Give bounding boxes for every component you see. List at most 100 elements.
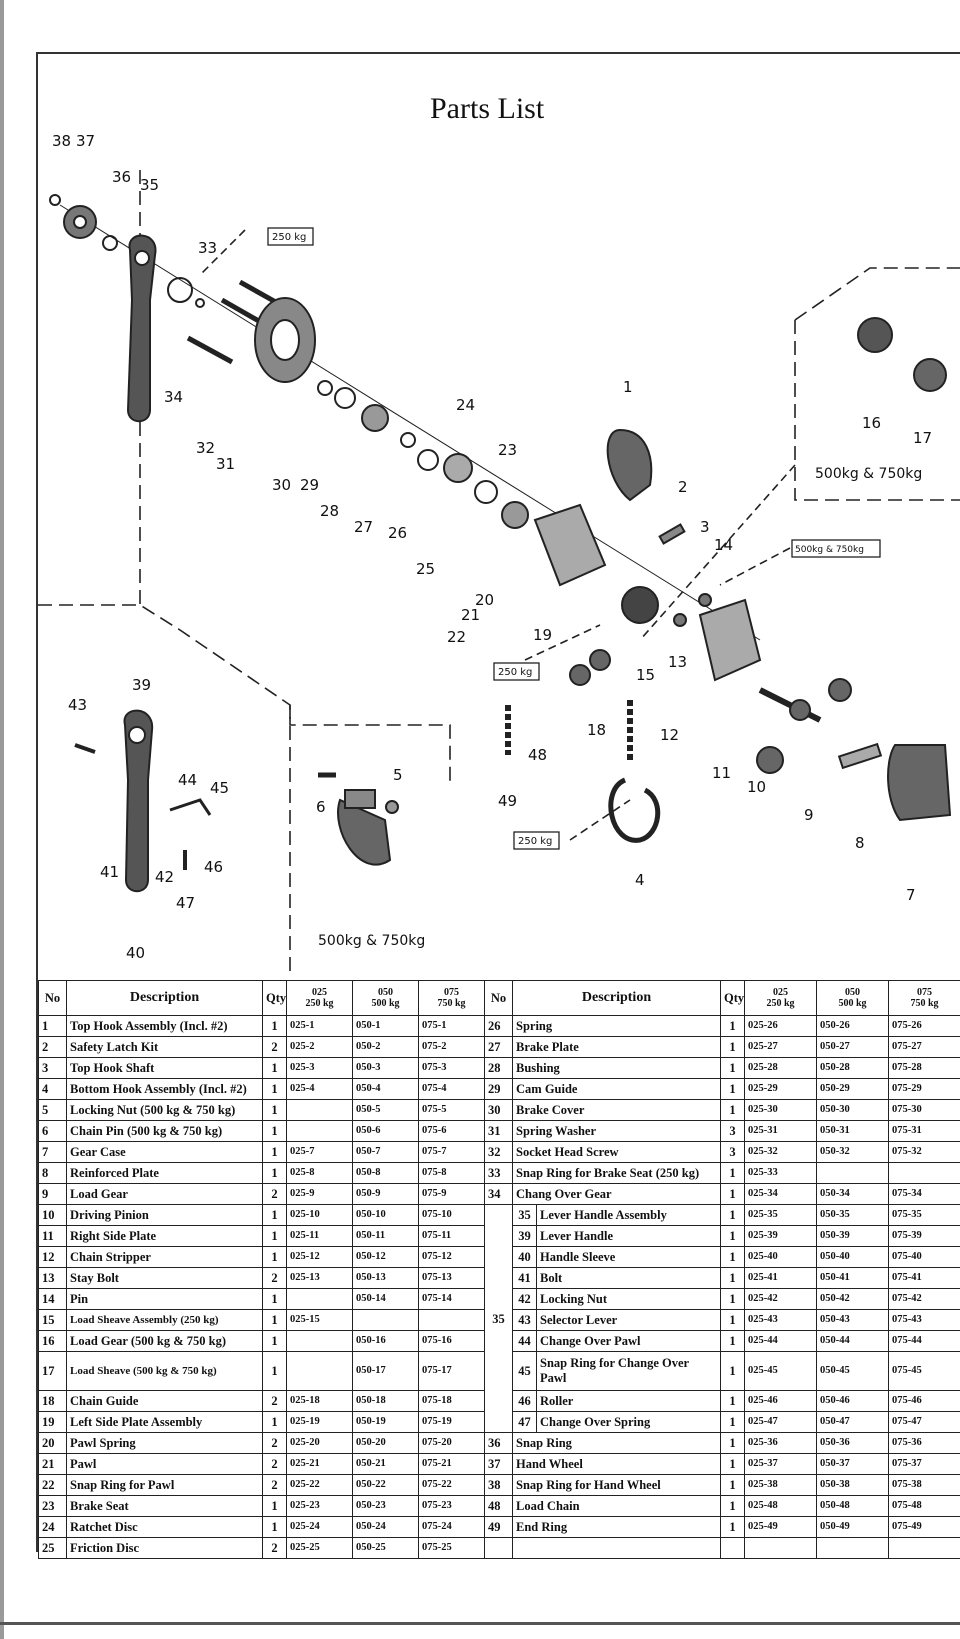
part-code-075: 075-7 [418,1141,485,1163]
part-description: End Ring [512,1516,721,1538]
part-code-075: 075-49 [888,1516,960,1538]
callout-number: 4 [635,871,645,889]
part-code-025: 025-47 [744,1411,817,1433]
part-description: Chain Stripper [66,1246,263,1268]
capacity-label: 500kg & 750kg [318,933,425,949]
part-qty: 1 [720,1162,745,1184]
part-number: 31 [484,1120,513,1142]
callout-number: 27 [354,518,373,536]
part-code-050: 050-3 [352,1057,419,1079]
part-code-025: 025-43 [744,1309,817,1331]
part-description: Right Side Plate [66,1225,263,1247]
callout-number: 41 [100,863,119,881]
part-qty: 2 [262,1390,287,1412]
part-code-025: 025-8 [286,1162,353,1184]
part-code-025: 025-40 [744,1246,817,1268]
part-code-025: 025-15 [286,1309,353,1331]
part-code-075: 075-38 [888,1474,960,1496]
part-qty: 1 [262,1309,287,1331]
part-code-025: 025-46 [744,1390,817,1412]
part-number: 6 [38,1120,67,1142]
part-description: Load Gear (500 kg & 750 kg) [66,1330,263,1352]
callout-number: 40 [126,944,145,962]
part-code-075: 075-24 [418,1516,485,1538]
part-description: Ratchet Disc [66,1516,263,1538]
part-code-075: 075-16 [418,1330,485,1352]
part-number: 9 [38,1183,67,1205]
part-code-025: 025-24 [286,1516,353,1538]
part-code-050: 050-46 [816,1390,889,1412]
part-code-075: 075-34 [888,1183,960,1205]
callout-number: 38 [52,132,71,150]
part-number: 8 [38,1162,67,1184]
part-code-075 [888,1162,960,1184]
part-description: Load Sheave Assembly (250 kg) [66,1309,263,1331]
part-description: Locking Nut [536,1288,721,1310]
part-code-050: 050-42 [816,1288,889,1310]
part-number: 18 [38,1390,67,1412]
part-description: Chain Guide [66,1390,263,1412]
part-qty: 1 [720,1183,745,1205]
part-code-025: 025-3 [286,1057,353,1079]
part-code-050 [352,1309,419,1331]
part-description: Top Hook Shaft [66,1057,263,1079]
callout-number: 24 [456,396,475,414]
callout-number: 18 [587,721,606,739]
header-no: No [38,980,67,1016]
part-code-050: 050-20 [352,1432,419,1454]
part-code-025: 025-38 [744,1474,817,1496]
part-code-050: 050-10 [352,1204,419,1226]
part-code-025: 025-9 [286,1183,353,1205]
part-code-075: 075-10 [418,1204,485,1226]
page-frame [36,52,960,1552]
part-code-050: 050-18 [352,1390,419,1412]
sub-part-number: 47 [512,1411,537,1433]
part-description: Snap Ring [512,1432,721,1454]
part-code-025: 025-25 [286,1537,353,1559]
part-code-075: 075-2 [418,1036,485,1058]
part-number: 29 [484,1078,513,1100]
part-qty: 2 [262,1453,287,1475]
part-description: Load Gear [66,1183,263,1205]
part-code-050: 050-26 [816,1015,889,1037]
load-sheave-inset-part [913,358,947,392]
part-code-025 [286,1099,353,1121]
part-description: Roller [536,1390,721,1412]
part-qty: 1 [720,1330,745,1352]
capacity-tag: 250 kg [272,232,306,243]
callout-number: 2 [678,478,688,496]
part-code-050: 050-13 [352,1267,419,1289]
part-description: Stay Bolt [66,1267,263,1289]
region-separator [38,604,451,785]
part-qty: 1 [262,1015,287,1037]
callout-number: 6 [316,798,326,816]
part-number: 13 [38,1267,67,1289]
part-code-025: 025-10 [286,1204,353,1226]
part-code-050: 050-25 [352,1537,419,1559]
part-description: Handle Sleeve [536,1246,721,1268]
callout-number: 39 [132,676,151,694]
part-code-025: 025-4 [286,1078,353,1100]
part-qty: 1 [720,1225,745,1247]
part-description: Pawl Spring [66,1432,263,1454]
part-code-050: 050-45 [816,1351,889,1391]
part-code-075: 075-37 [888,1453,960,1475]
part-code-025 [286,1288,353,1310]
part-description: Lever Handle Assembly [536,1204,721,1226]
